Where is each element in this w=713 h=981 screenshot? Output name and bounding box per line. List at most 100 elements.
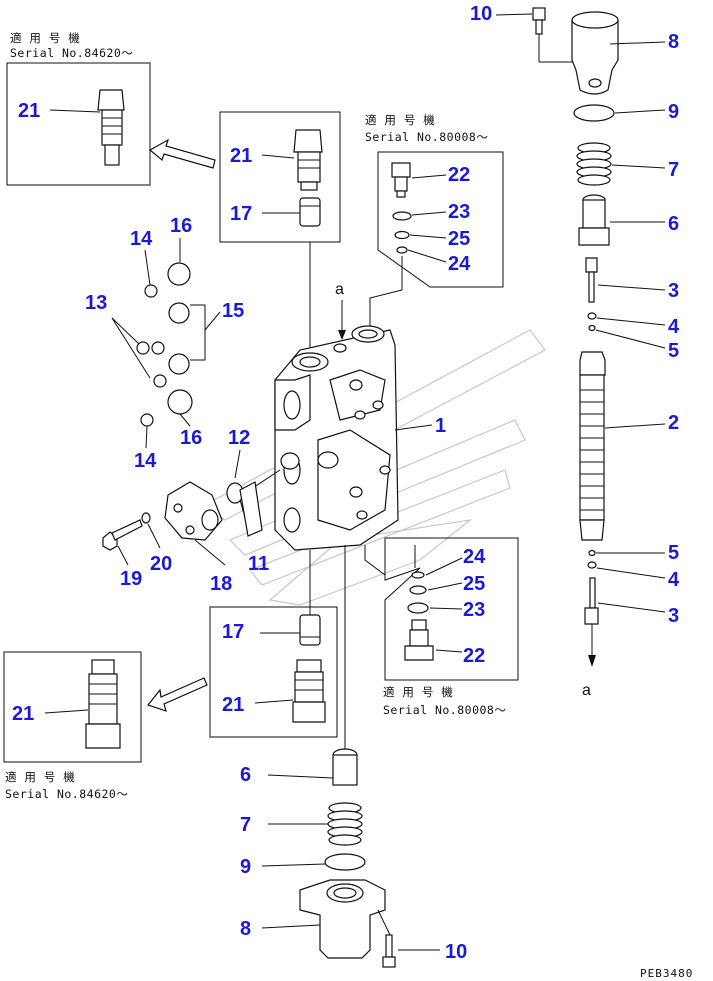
callout-7: 7 — [240, 814, 251, 836]
right-stack: 10 8 9 7 6 — [470, 3, 680, 699]
part-9-top — [573, 104, 615, 122]
callout-3: 3 — [668, 280, 679, 302]
part-5-top — [588, 324, 596, 332]
part-21-bottom-left — [85, 659, 121, 749]
part-5-bottom — [588, 549, 596, 557]
part-7-spring-bottom — [327, 802, 363, 846]
part-11-plate — [239, 481, 263, 537]
arrow-left-icon — [146, 677, 208, 712]
valve-body-part-1 — [274, 325, 399, 551]
callout-6: 6 — [668, 213, 679, 235]
drawing-code: PEB3480 — [640, 967, 693, 980]
part-23-bottom — [407, 602, 429, 614]
part-25-top — [394, 230, 410, 240]
part-21-top-left — [97, 89, 125, 166]
serial-label: Serial No.84620～ — [10, 46, 133, 60]
callout-9: 9 — [668, 101, 679, 123]
callout-12: 12 — [228, 427, 250, 449]
callout-1: 1 — [435, 415, 446, 437]
callout-17: 17 — [222, 621, 244, 643]
part-plug — [280, 452, 300, 470]
callout-14: 14 — [130, 228, 153, 250]
bottom-stack: 6 7 9 8 10 — [240, 748, 467, 968]
callout-2: 2 — [668, 412, 679, 434]
serial-label-jp: 適 用 号 機 — [383, 685, 453, 699]
part-17-bottom — [299, 614, 321, 646]
serial-label: Serial No.80008～ — [365, 130, 488, 144]
callout-10: 10 — [445, 941, 467, 963]
callout-4: 4 — [668, 569, 680, 591]
callout-21: 21 — [230, 145, 252, 167]
callout-3: 3 — [668, 605, 679, 627]
serial-label-jp: 適 用 号 機 — [365, 113, 435, 127]
detail-box-top: 21 17 — [219, 111, 341, 243]
callout-25: 25 — [448, 228, 470, 250]
callout-24: 24 — [448, 253, 471, 275]
arrow-down-icon — [338, 330, 346, 340]
callout-13: 13 — [85, 292, 107, 314]
callout-14: 14 — [134, 450, 157, 472]
washer-part-20 — [141, 512, 151, 524]
detail-box-bottom: 17 21 — [209, 606, 338, 738]
part-21-top — [293, 129, 323, 191]
callout-6: 6 — [240, 764, 251, 786]
seal-group-left: 14 16 15 13 16 14 — [85, 215, 244, 472]
bolt-part-10-top — [532, 7, 546, 35]
part-3-top — [585, 257, 598, 303]
part-24-top — [396, 246, 408, 254]
serial-label: Serial No.84620～ — [5, 787, 128, 801]
callout-24: 24 — [463, 546, 486, 568]
part-4-top — [587, 312, 597, 320]
callout-11: 11 — [248, 553, 269, 575]
serial-label-jp: 適 用 号 機 — [10, 31, 80, 45]
bolt-part-10-bottom — [382, 934, 396, 968]
part-7-spring-top — [576, 142, 612, 186]
view-mark-a: a — [335, 281, 344, 298]
callout-15: 15 — [222, 300, 244, 322]
callout-20: 20 — [150, 553, 172, 575]
part-6-top — [578, 194, 610, 246]
callout-5: 5 — [668, 340, 679, 362]
callout-5: 5 — [668, 542, 679, 564]
callout-16: 16 — [180, 427, 202, 449]
part-21-bottom — [292, 659, 326, 723]
callout-19: 19 — [120, 568, 142, 590]
part-25-bottom — [409, 585, 427, 595]
callout-23: 23 — [463, 599, 485, 621]
callout-17: 17 — [230, 203, 252, 225]
callout-22: 22 — [463, 645, 485, 667]
callout-10: 10 — [470, 3, 492, 25]
serial-variant-box-top-middle: 適 用 号 機 Serial No.80008～ 22 23 25 24 — [365, 113, 504, 288]
arrow-left-icon — [148, 138, 216, 169]
part-3-bottom — [584, 577, 599, 625]
callout-7: 7 — [668, 159, 679, 181]
part-9-bottom — [324, 853, 366, 871]
callout-16: 16 — [170, 215, 192, 237]
callout-18: 18 — [210, 573, 232, 595]
callout-21: 21 — [222, 694, 244, 716]
part-8-cap-top — [571, 11, 619, 95]
callout-21: 21 — [18, 100, 40, 122]
callout-25: 25 — [463, 573, 485, 595]
view-mark-a: a — [582, 682, 591, 699]
callout-9: 9 — [240, 856, 251, 878]
callout-8: 8 — [240, 918, 251, 940]
callout-4: 4 — [668, 316, 680, 338]
callout-21: 21 — [12, 703, 34, 725]
part-4-bottom — [587, 561, 597, 569]
serial-label-jp: 適 用 号 機 — [5, 770, 75, 784]
callout-23: 23 — [448, 201, 470, 223]
spool-part-2 — [579, 351, 606, 541]
serial-variant-box-bottom-left: 21 適 用 号 機 Serial No.84620～ — [3, 651, 142, 801]
bracket-part-18 — [164, 481, 223, 541]
callout-8: 8 — [668, 31, 679, 53]
serial-label: Serial No.80008～ — [383, 703, 506, 717]
callout-22: 22 — [448, 164, 470, 186]
part-22-bottom — [404, 619, 434, 661]
part-24-bottom — [411, 571, 425, 579]
part-17-top — [299, 197, 321, 227]
part-22-top — [391, 162, 411, 198]
serial-variant-box-bottom-right: 24 25 23 22 適 用 号 機 Serial No.80008～ — [383, 537, 519, 717]
bolt-part-19 — [102, 519, 143, 551]
